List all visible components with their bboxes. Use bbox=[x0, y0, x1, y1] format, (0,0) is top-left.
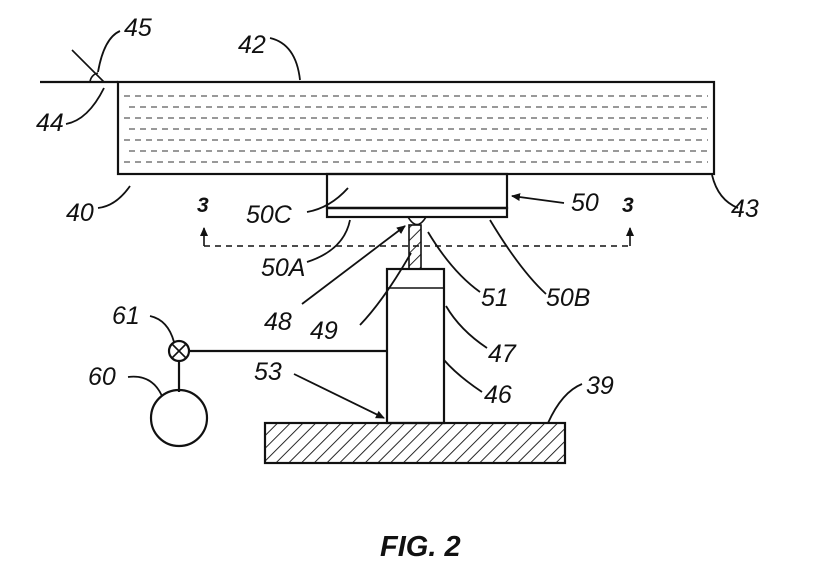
label-60: 60 bbox=[88, 363, 116, 391]
leader-40 bbox=[98, 186, 130, 208]
fluid-source bbox=[151, 390, 207, 446]
label-51: 51 bbox=[481, 284, 509, 312]
label-50a: 50A bbox=[261, 254, 305, 282]
label-50b: 50B bbox=[546, 284, 590, 312]
transducer-body bbox=[327, 174, 507, 208]
leader-60 bbox=[128, 377, 162, 396]
label-47: 47 bbox=[488, 340, 517, 368]
leader-39 bbox=[548, 384, 582, 423]
leader-53 bbox=[294, 374, 384, 418]
leader-50 bbox=[512, 196, 564, 203]
leader-48 bbox=[302, 226, 405, 304]
section-label-right: 3 bbox=[622, 194, 634, 217]
label-40: 40 bbox=[66, 199, 94, 227]
leader-49 bbox=[360, 253, 411, 325]
label-42: 42 bbox=[238, 31, 266, 59]
label-45: 45 bbox=[124, 14, 152, 42]
leader-47 bbox=[446, 306, 487, 348]
liquid-fill-lines bbox=[124, 96, 708, 162]
label-48: 48 bbox=[264, 308, 292, 336]
leader-44 bbox=[66, 88, 104, 124]
label-50c: 50C bbox=[246, 201, 293, 229]
label-50: 50 bbox=[571, 189, 599, 217]
leader-51 bbox=[428, 232, 480, 292]
leader-50b bbox=[490, 220, 546, 294]
label-44: 44 bbox=[36, 109, 64, 137]
leader-50a bbox=[307, 220, 350, 262]
label-61: 61 bbox=[112, 302, 140, 330]
support-rod bbox=[409, 225, 421, 269]
leader-45 bbox=[98, 31, 120, 72]
label-39: 39 bbox=[586, 372, 614, 400]
leader-42 bbox=[270, 38, 300, 80]
transducer-assembly bbox=[327, 174, 507, 217]
label-53: 53 bbox=[254, 358, 282, 386]
contact-tip bbox=[408, 217, 426, 225]
label-43: 43 bbox=[731, 195, 759, 223]
label-46: 46 bbox=[484, 381, 512, 409]
figure-caption: FIG. 2 bbox=[380, 531, 461, 563]
support-column bbox=[387, 269, 444, 423]
leader-61 bbox=[150, 316, 174, 342]
transducer-plate bbox=[327, 208, 507, 217]
liquid-tank bbox=[118, 82, 714, 174]
leader-46 bbox=[444, 360, 482, 392]
label-49: 49 bbox=[310, 317, 338, 345]
section-label-left: 3 bbox=[197, 194, 209, 217]
base-plate bbox=[265, 423, 565, 463]
